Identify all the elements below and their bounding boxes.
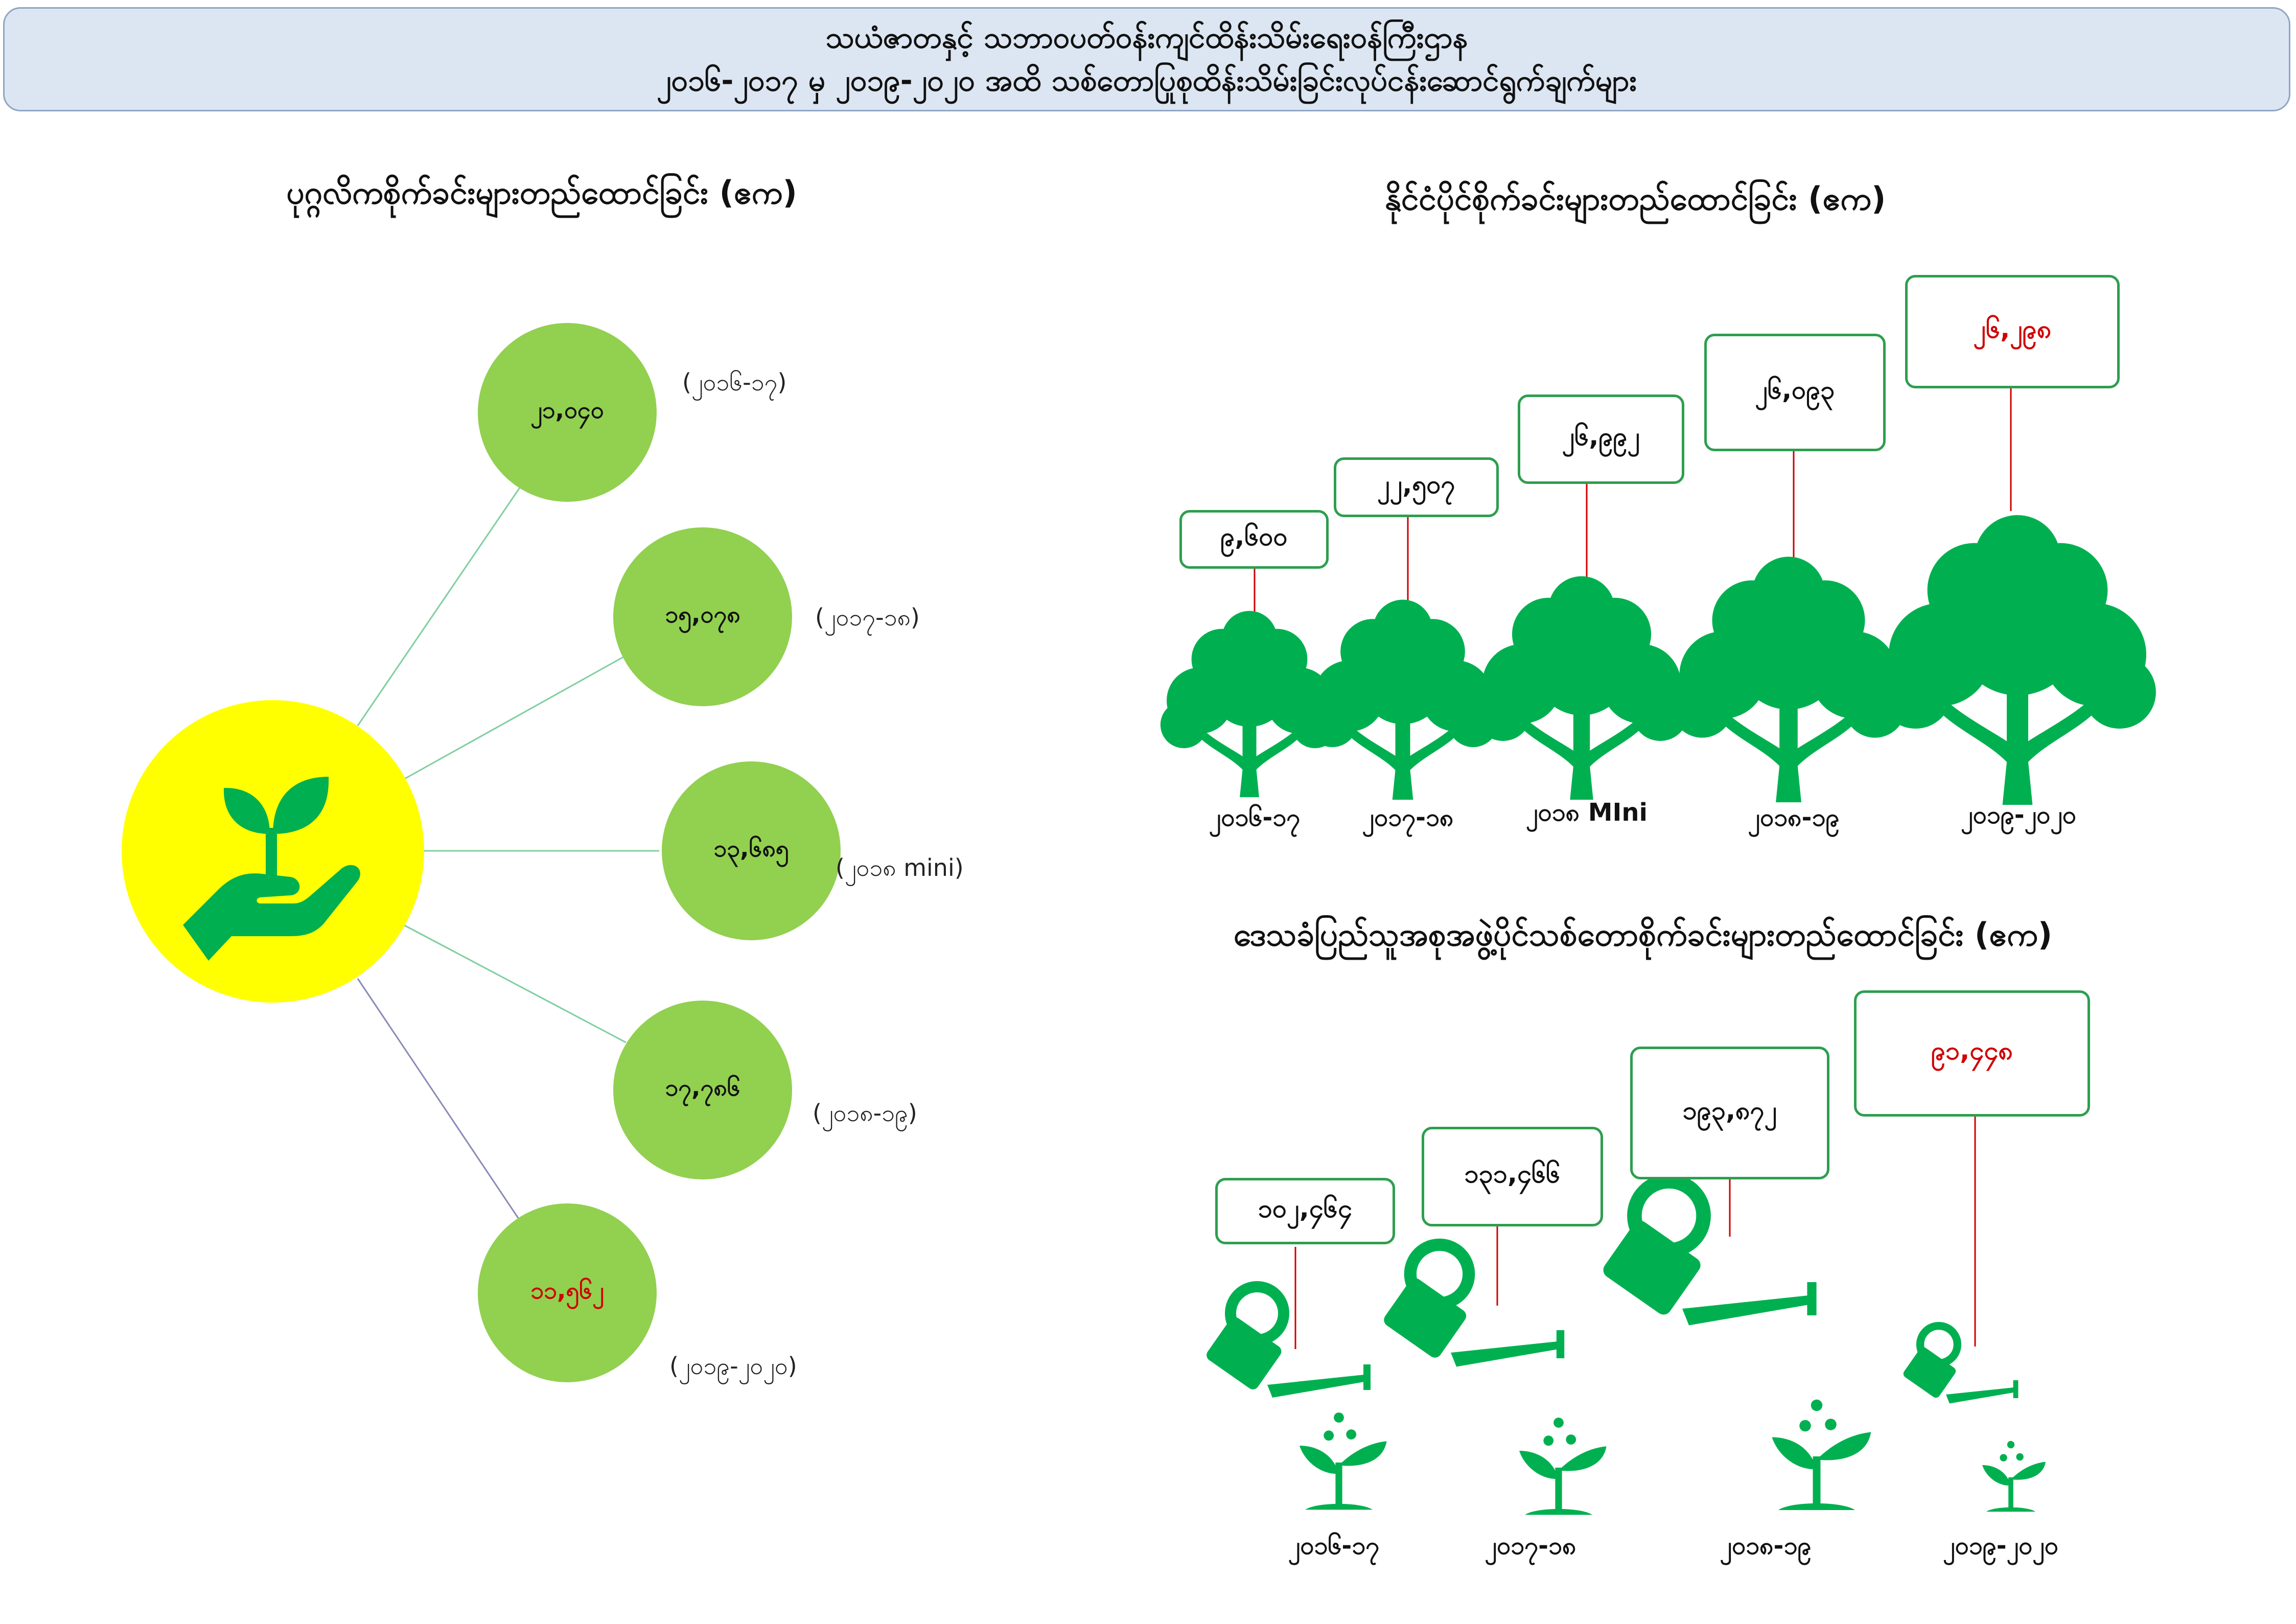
header-title-line1: သယံဇာတနှင့် သဘာဝပတ်ဝန်းကျင်ထိန်းသိမ်းရေး… bbox=[825, 20, 1468, 55]
state-label-2018-19: ၂၀၁၈-၁၉ bbox=[1748, 803, 1840, 832]
private-period-2018-19: (၂၀၁၈-၁၉) bbox=[813, 1099, 917, 1127]
state-label-2019-20: ၂၀၁၉-၂၀၂၀ bbox=[1961, 801, 2076, 829]
community-value-2018-19: ၁၉၃,၈၇၂ bbox=[1630, 1047, 1829, 1179]
private-value-2018-19: ၁၇,၇၈၆ bbox=[613, 1001, 792, 1179]
header-title-line2: ၂၀၁၆-၂၀၁၇ မှ ၂၀၁၉-၂၀၂၀ အထိ သစ်တောပြုစုထိ… bbox=[657, 63, 1637, 98]
private-period-2019-20: (၂၀၁၉-၂၀၂၀) bbox=[669, 1352, 797, 1380]
community-label-2016-17: ၂၀၁၆-၁၇ bbox=[1288, 1532, 1380, 1560]
community-value-2016-17: ၁၀၂,၄၆၄ bbox=[1215, 1178, 1395, 1244]
private-value-2019-20: ၁၁,၅၆၂ bbox=[478, 1203, 657, 1382]
state-label-2018-mini: ၂၀၁၈ MIni bbox=[1526, 798, 1648, 827]
state-value-2016-17: ၉,၆၀၀ bbox=[1179, 510, 1329, 569]
state-value-2019-20: ၂၆,၂၉၈ bbox=[1905, 275, 2120, 388]
state-value-2018-19: ၂၆,၀၉၃ bbox=[1704, 334, 1886, 451]
state-label-2016-17: ၂၀၁၆-၁၇ bbox=[1209, 803, 1301, 832]
private-value-2017-18: ၁၅,၀၇၈ bbox=[613, 527, 792, 706]
community-value-2017-18: ၁၃၁,၄၆၆ bbox=[1422, 1127, 1603, 1226]
private-period-2018-mini: (၂၀၁၈ mini) bbox=[836, 854, 964, 881]
private-center-circle bbox=[122, 700, 424, 1003]
private-plantations-title: ပုဂ္ဂလိကစိုက်ခင်းများတည်ထောင်ခြင်း (ဧက) bbox=[286, 174, 797, 211]
state-label-2017-18: ၂၀၁၇-၁၈ bbox=[1362, 803, 1454, 832]
private-period-2016-17: (၂၀၁၆-၁၇) bbox=[682, 368, 787, 396]
private-value-2018-mini: ၁၃,၆၈၅ bbox=[662, 761, 841, 940]
state-value-2017-18: ၂၂,၅၀၇ bbox=[1334, 457, 1499, 517]
community-label-2019-20: ၂၀၁၉-၂၀၂၀ bbox=[1943, 1532, 2058, 1560]
header-banner: သယံဇာတနှင့် သဘာဝပတ်ဝန်းကျင်ထိန်းသိမ်းရေး… bbox=[3, 7, 2290, 111]
community-forestry-title: ဒေသခံပြည်သူအစုအဖွဲ့ပိုင်သစ်တောစိုက်ခင်းမ… bbox=[1233, 916, 2053, 953]
community-label-2018-19: ၂၀၁၈-၁၉ bbox=[1720, 1532, 1812, 1560]
state-value-2018-mini: ၂၆,၉၉၂ bbox=[1518, 395, 1684, 484]
private-value-2016-17: ၂၁,၀၄၀ bbox=[478, 323, 657, 502]
community-value-2019-20: ၉၁,၄၄၈ bbox=[1854, 990, 2090, 1117]
state-plantations-title: နိုင်ငံပိုင်စိုက်ခင်းများတည်ထောင်ခြင်း (… bbox=[1384, 180, 1886, 217]
private-period-2017-18: (၂၀၁၇-၁၈) bbox=[815, 604, 920, 631]
hand-seedling-icon bbox=[183, 777, 360, 961]
community-label-2017-18: ၂၀၁၇-၁၈ bbox=[1485, 1532, 1576, 1560]
